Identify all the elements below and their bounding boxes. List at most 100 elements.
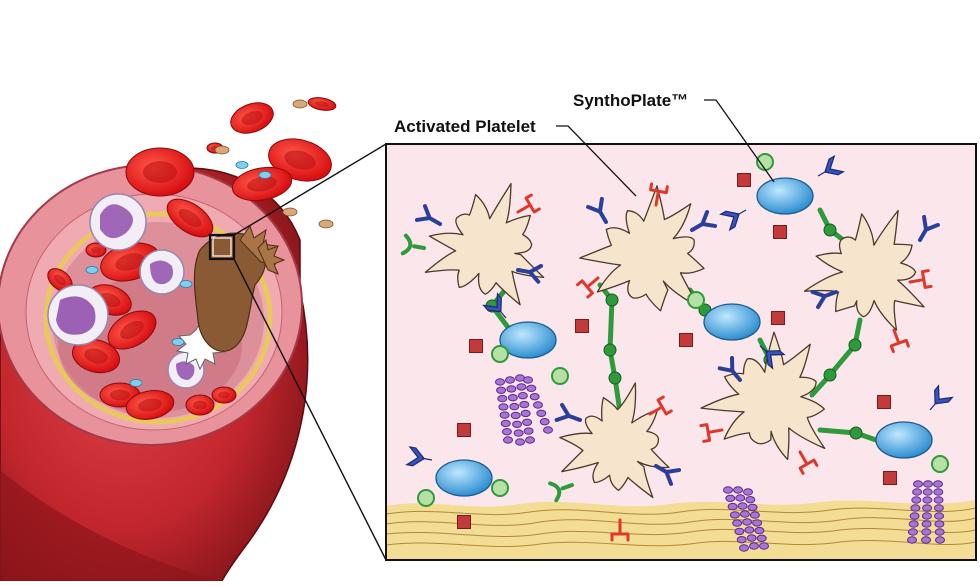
red-receptor [516,193,541,214]
red-square-ligand [737,173,751,187]
zoom-connector-top [233,143,387,236]
collagen-fiber [733,486,759,550]
red-receptor [699,423,724,443]
red-blood-cell [85,242,107,258]
callout-leaders [556,99,775,197]
red-square-ligand [883,471,897,485]
green-circle-ligand [551,367,569,385]
blood-particle [85,266,99,274]
magnified-panel [385,143,977,561]
blue-receptor [414,204,442,226]
blue-receptor [690,210,718,232]
collagen-fiber [933,480,945,544]
collagen-fiber [743,488,769,550]
activated-platelet-leader [556,125,637,197]
collagen-fiber [907,480,923,544]
activated-platelets [424,182,925,499]
red-receptor [648,395,673,416]
red-square-ligand [575,319,589,333]
white-blood-cell [47,284,109,346]
blue-chevron-ligand [482,292,507,319]
collagen-fiber [495,378,513,444]
red-blood-cell [185,394,215,416]
zoom-box [208,233,236,261]
blood-particle [258,171,272,179]
zoom-connector-bottom [233,258,387,561]
red-blood-cell [107,310,157,350]
blood-vessel [0,164,309,582]
ligand-bridge [809,317,863,398]
blood-particle [129,379,143,387]
blue-chevron-ligand [759,345,786,370]
red-square-ligand [771,311,785,325]
panel-frame [385,143,977,561]
synthoplate-leader [704,99,775,183]
red-square-ligand [877,395,891,409]
collagen-fiber [921,480,933,544]
subendothelium-collagen-layer [385,500,977,560]
red-blood-cell [231,166,293,202]
activated-platelet [559,382,670,499]
synthoplate-particle [703,303,761,341]
vessel-intima [43,211,273,425]
blue-receptor [918,214,940,242]
ligand-bridges [485,207,879,443]
activated-platelet [424,182,545,306]
green-circle-ligand [417,489,435,507]
green-circle-ligand [491,345,509,363]
red-receptor [649,182,669,207]
red-receptor [908,269,933,289]
red-blood-cell [230,102,274,134]
blood-particle [179,280,193,288]
blue-receptor [810,290,838,310]
red-receptor [576,276,600,299]
zoom-indicator [208,143,387,561]
synthoplate-particle [875,421,933,459]
blue-receptor [516,263,544,284]
platelet-fragment [282,207,298,217]
red-blood-cell [211,386,237,404]
platelet-aggregate [193,224,286,352]
red-blood-cell [307,97,337,111]
blue-receptor [654,464,682,486]
platelet-fragment [292,99,308,109]
activated-platelet [700,331,826,461]
activated-platelet [579,185,705,312]
collagen-fiber [723,486,749,552]
white-blood-cells [47,193,227,389]
red-blood-cell [125,390,175,420]
platelet-fragment [214,145,230,155]
synthoplate-particle [435,459,493,497]
red-square-ligand [457,515,471,529]
blue-receptor [717,356,742,382]
blood-particle [235,161,249,169]
collagen-fibers [495,374,945,552]
collagen-fiber [505,376,525,446]
red-receptor [610,518,630,542]
red-blood-cell [125,147,195,197]
blue-chevron-ligand [719,209,747,232]
red-blood-cell [166,198,214,238]
red-receptor [889,328,910,354]
synthoplate-particle [756,177,814,215]
synthoplate-label: SynthoPlate™ [573,91,689,110]
red-square-ligand [469,339,483,353]
vessel-bottom-shade [0,470,222,581]
activated-platelet-label: Activated Platelet [394,117,536,136]
collagen-fiber [515,374,535,444]
white-blood-cell [139,249,185,295]
ligand-bridge [817,426,879,443]
blue-receptor [586,196,608,224]
red-square-ligand [679,333,693,347]
green-receptor [400,233,426,256]
synthoplate-particles [435,177,933,497]
green-circle-ligand [491,479,509,497]
green-circle-ligand [931,455,949,473]
green-circle-ligand [687,291,705,309]
red-square-ligand [457,423,471,437]
ligand-bridge [597,282,623,415]
red-blood-cell [71,338,121,374]
white-blood-cell [167,351,205,389]
